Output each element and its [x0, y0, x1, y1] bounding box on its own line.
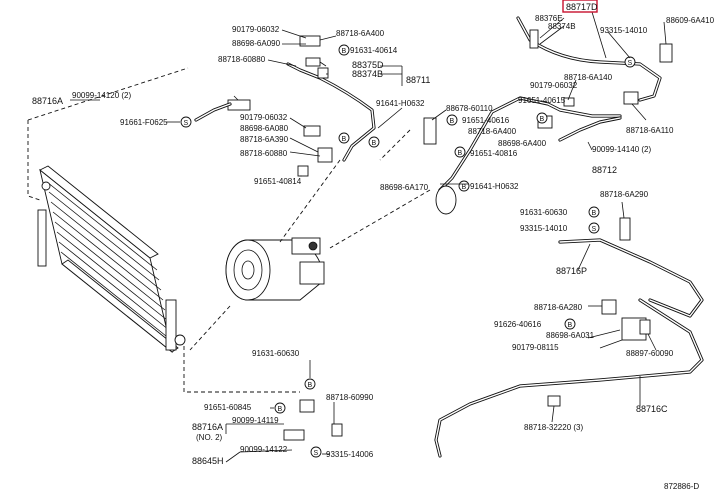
condenser-drawing	[37, 165, 186, 354]
svg-text:S: S	[628, 60, 633, 67]
compressor-drawing	[225, 237, 325, 301]
label-88374B-mid[interactable]: 88374B	[352, 69, 383, 79]
label-88698-6A090[interactable]: 88698-6A090	[232, 39, 281, 48]
label-88718-60880-b[interactable]: 88718-60880	[240, 149, 288, 158]
label-88897-60090[interactable]: 88897-60090	[626, 349, 674, 358]
label-88698-6A031[interactable]: 88698-6A031	[546, 331, 595, 340]
label-90179-06032-b[interactable]: 90179-06032	[240, 113, 288, 122]
svg-text:B: B	[592, 210, 597, 217]
svg-text:S: S	[592, 226, 597, 233]
label-90099-14120[interactable]: 90099-14120 (2)	[72, 91, 131, 100]
label-88716P[interactable]: 88716P	[556, 266, 587, 276]
label-91631-40614[interactable]: 91631-40614	[350, 46, 398, 55]
label-91651-40816[interactable]: 91651-40816	[470, 149, 518, 158]
footer-diagram-code: 872886-D	[664, 482, 699, 491]
label-91651-40814[interactable]: 91651-40814	[254, 177, 302, 186]
svg-text:B: B	[450, 118, 455, 125]
label-88718-32220[interactable]: 88718-32220 (3)	[524, 423, 583, 432]
label-88718-6A390[interactable]: 88718-6A390	[240, 135, 289, 144]
label-88716C[interactable]: 88716C	[636, 404, 668, 414]
label-90179-08115[interactable]: 90179-08115	[512, 343, 559, 352]
svg-text:B: B	[372, 140, 377, 147]
label-93315-14010-top[interactable]: 93315-14010	[600, 26, 648, 35]
label-88718-6A400-b[interactable]: 88718-6A400	[468, 127, 517, 136]
part-callout-symbols: B S B B B B B B S B S B B B S	[180, 44, 636, 458]
label-88376E[interactable]: 88376E	[535, 14, 563, 23]
part-number-labels: 88717D 88376E 88374B 93315-14010 88609-6…	[32, 2, 715, 491]
label-93315-14006[interactable]: 93315-14006	[326, 450, 374, 459]
label-91631-60630-r[interactable]: 91631-60630	[520, 208, 568, 217]
label-91641-H0632-a[interactable]: 91641-H0632	[376, 99, 425, 108]
svg-text:B: B	[342, 48, 347, 55]
svg-text:B: B	[462, 184, 467, 191]
label-91631-60630-b[interactable]: 91631-60630	[252, 349, 300, 358]
label-88698-6A170[interactable]: 88698-6A170	[380, 183, 429, 192]
dashed-leaders	[27, 67, 431, 393]
label-91661-F0625[interactable]: 91661-F0625	[120, 118, 168, 127]
label-88698-6A080[interactable]: 88698-6A080	[240, 124, 289, 133]
label-88711[interactable]: 88711	[406, 75, 430, 85]
label-88716A-left[interactable]: 88716A	[32, 96, 63, 106]
leader-lines	[70, 11, 667, 463]
highlighted-part-box	[562, 0, 598, 13]
label-88716A-b[interactable]: 88716A	[192, 422, 223, 432]
label-88374B-top[interactable]: 88374B	[548, 22, 576, 31]
svg-text:B: B	[540, 116, 545, 123]
label-91626-40616[interactable]: 91626-40616	[494, 320, 542, 329]
svg-text:B: B	[308, 382, 313, 389]
label-90099-14122[interactable]: 90099-14122	[240, 445, 288, 454]
label-88718-60880[interactable]: 88718-60880	[218, 55, 266, 64]
label-91651-60845[interactable]: 91651-60845	[204, 403, 252, 412]
label-88712[interactable]: 88712	[592, 165, 617, 175]
svg-text:B: B	[342, 136, 347, 143]
svg-text:B: B	[458, 150, 463, 157]
label-88678-60110[interactable]: 88678-60110	[446, 104, 493, 113]
fittings-and-clamps	[194, 29, 673, 441]
label-88718-6A290[interactable]: 88718-6A290	[600, 190, 649, 199]
label-88717D[interactable]: 88717D	[566, 2, 598, 12]
label-88718-6A140[interactable]: 88718-6A140	[564, 73, 613, 82]
label-88718-6A280[interactable]: 88718-6A280	[534, 303, 583, 312]
svg-text:S: S	[314, 450, 319, 457]
label-88645H[interactable]: 88645H	[192, 456, 224, 466]
label-88718-60990[interactable]: 88718-60990	[326, 393, 374, 402]
label-88698-6A400[interactable]: 88698-6A400	[498, 139, 547, 148]
label-91651-40616[interactable]: 91651-40616	[462, 116, 510, 125]
label-88375D[interactable]: 88375D	[352, 60, 384, 70]
label-90179-06032-a[interactable]: 90179-06032	[232, 25, 280, 34]
label-90179-06032-c[interactable]: 90179-06032	[530, 81, 578, 90]
label-88609-6A410[interactable]: 88609-6A410	[666, 16, 715, 25]
svg-text:S: S	[184, 120, 189, 127]
label-no2: (NO. 2)	[196, 433, 223, 442]
svg-text:B: B	[278, 406, 283, 413]
label-88718-6A400[interactable]: 88718-6A400	[336, 29, 385, 38]
label-91651-40615[interactable]: 91651-40615	[518, 96, 566, 105]
label-88718-6A110[interactable]: 88718-6A110	[626, 126, 674, 135]
label-90099-14140[interactable]: 90099-14140 (2)	[592, 145, 651, 154]
svg-text:B: B	[568, 322, 573, 329]
label-91641-H0632-b[interactable]: 91641-H0632	[470, 182, 519, 191]
label-90099-14119[interactable]: 90099-14119	[232, 416, 279, 425]
label-93315-14010-r[interactable]: 93315-14010	[520, 224, 568, 233]
